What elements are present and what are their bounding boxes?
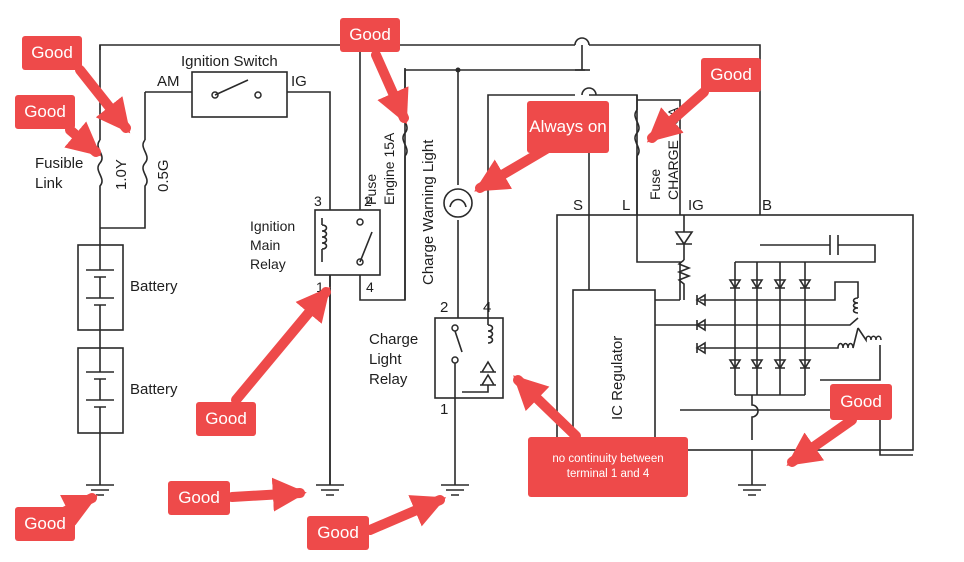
relay-terminal-2: 2	[364, 193, 372, 209]
annotation-good-battery-ground: Good	[15, 507, 75, 541]
ignition-main-relay-label-line3: Relay	[250, 256, 286, 272]
ignition-switch-label: Ignition Switch	[181, 53, 278, 70]
ignition-main-relay	[314, 209, 381, 485]
ignition-main-relay-label-line1: Ignition	[250, 218, 295, 234]
clr-terminal-2: 2	[440, 299, 448, 316]
annotation-good-main-relay: Good	[196, 402, 256, 436]
alt-terminal-l: L	[622, 197, 630, 214]
annotation-good-alternator-ground: Good	[830, 384, 892, 420]
battery-1	[77, 244, 124, 331]
fusible-link-label-line2: Link	[35, 175, 63, 192]
annotation-good-fuse-engine: Good	[340, 18, 400, 52]
fusible-link-0-5g	[142, 139, 148, 195]
ignition-switch	[191, 71, 288, 118]
charge-light-relay	[434, 317, 504, 399]
fusible-link-label-line1: Fusible	[35, 155, 83, 172]
annotation-good-fuse-charge: Good	[701, 58, 761, 92]
alt-terminal-b: B	[762, 197, 772, 214]
battery-2	[77, 347, 124, 434]
relay-terminal-4: 4	[366, 279, 374, 295]
charge-light-relay-label-line2: Light	[369, 351, 402, 368]
relay-terminal-3: 3	[314, 193, 322, 209]
charge-warning-light	[443, 188, 473, 218]
fuse-engine-label-line1: Fuse	[363, 174, 379, 205]
fuse-engine-label-line2: Engine 15A	[381, 132, 397, 205]
fuse-charge-label-line1: Fuse	[647, 169, 663, 200]
rectifier-diodes	[695, 279, 812, 370]
annotation-good-relay-ground: Good	[168, 481, 230, 515]
clr-terminal-1: 1	[440, 401, 448, 418]
annotation-no-continuity: no continuity between terminal 1 and 4	[528, 437, 688, 497]
alt-terminal-s: S	[573, 197, 583, 214]
annotation-always-on: Always on	[527, 101, 609, 153]
am-label: AM	[157, 73, 180, 90]
annotation-good-charge-ground: Good	[307, 516, 369, 550]
ig-label: IG	[291, 73, 307, 90]
annotation-good-fuse-1-0y: Good	[15, 95, 75, 129]
battery-1-label: Battery	[130, 278, 178, 295]
alt-terminal-ig: IG	[688, 197, 704, 214]
battery-2-label: Battery	[130, 381, 178, 398]
ignition-main-relay-label-line2: Main	[250, 237, 280, 253]
ic-regulator-label: IC Regulator	[609, 336, 626, 420]
fuse-1-0y-label: 1.0Y	[113, 159, 130, 190]
fuse-0-5g-label: 0.5G	[155, 159, 172, 192]
charge-light-relay-label-line3: Relay	[369, 371, 408, 388]
annotation-good-fusible-link: Good	[22, 36, 82, 70]
fuse-charge-7-5a	[634, 109, 640, 215]
clr-terminal-4: 4	[483, 299, 491, 316]
charge-warning-light-label: Charge Warning Light	[420, 139, 437, 285]
charge-light-relay-label-line1: Charge	[369, 331, 418, 348]
